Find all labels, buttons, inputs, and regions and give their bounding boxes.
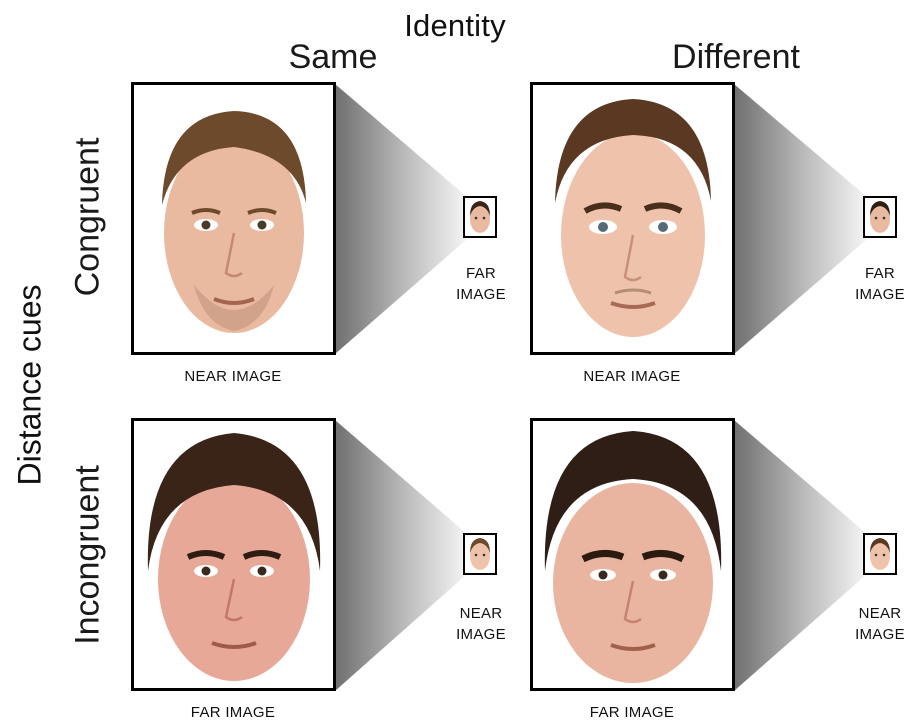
face-photo-icon (544, 431, 722, 683)
caption-near-image-r1c2: NEAR IMAGE (583, 368, 681, 385)
identity-title: Identity (404, 8, 506, 43)
face-thumbnail-icon (470, 538, 490, 570)
face-photo-icon (147, 433, 321, 681)
column-label-different: Different (672, 38, 800, 76)
far-image-thumbnail-r1c2 (863, 196, 897, 238)
near-image-frame-r1c1 (131, 82, 336, 355)
far-image-frame-r2c1 (131, 418, 336, 691)
caption-near-image-r2c1: NEAR IMAGE (456, 605, 506, 643)
caption-far-image-r1c2: FAR IMAGE (855, 265, 905, 303)
cone-shape-r1c2 (734, 84, 866, 354)
distance-cues-label: Distance cues (11, 284, 48, 486)
face-thumbnail-icon (870, 538, 890, 570)
row-label-congruent: Congruent (68, 137, 107, 297)
caption-far-image-r1c1: FAR IMAGE (456, 265, 506, 303)
row-label-incongruent: Incongruent (68, 465, 107, 645)
face-thumbnail-icon (470, 201, 490, 233)
cone-shape-r1c1 (335, 84, 466, 354)
far-image-frame-r2c2 (530, 418, 735, 691)
near-image-thumbnail-r2c2 (863, 533, 897, 575)
face-photo-icon (555, 99, 711, 337)
caption-far-image-r2c1: FAR IMAGE (190, 704, 276, 721)
caption-near-image-r2c2: NEAR IMAGE (855, 605, 905, 643)
caption-far-image-r2c2: FAR IMAGE (589, 704, 675, 721)
near-image-frame-r1c2 (530, 82, 735, 355)
cone-shape-r2c1 (335, 420, 466, 691)
caption-near-image-r1c1: NEAR IMAGE (184, 368, 282, 385)
far-image-thumbnail-r1c1 (463, 196, 497, 238)
face-photo-icon (162, 111, 306, 333)
cone-shape-r2c2 (734, 420, 866, 691)
face-thumbnail-icon (870, 201, 890, 233)
column-label-same: Same (288, 38, 378, 76)
near-image-thumbnail-r2c1 (463, 533, 497, 575)
